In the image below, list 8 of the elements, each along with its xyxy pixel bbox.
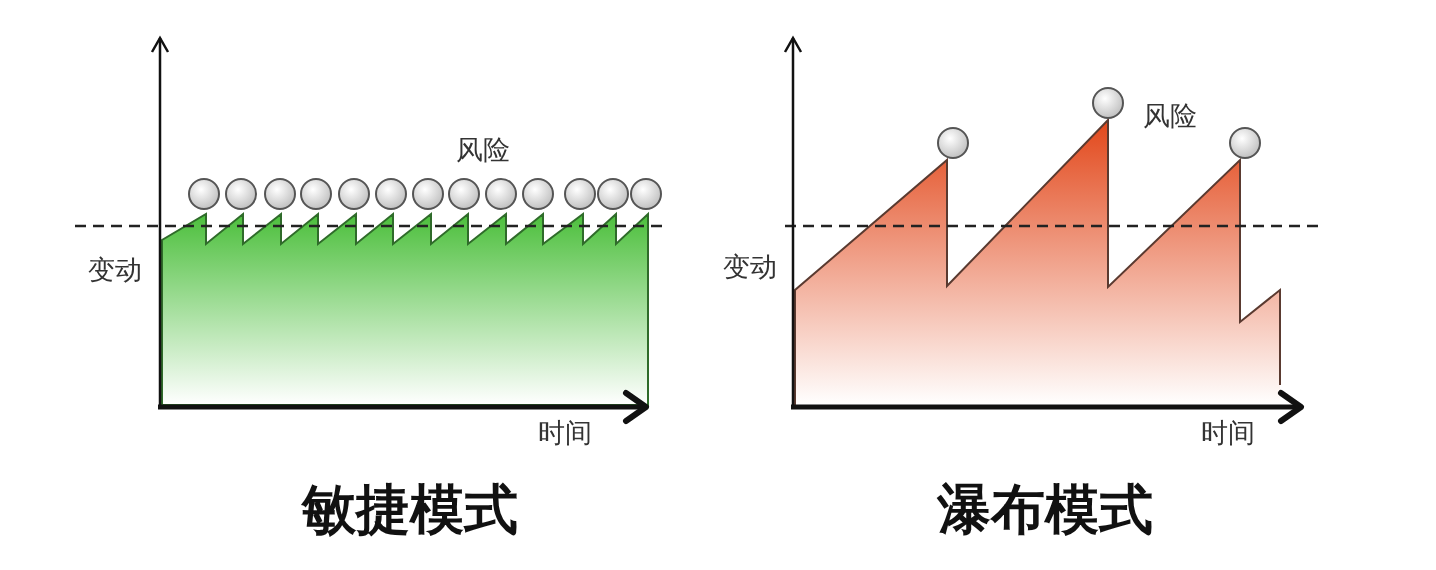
axis-label: 时间 [538,418,592,448]
axis-label: 时间 [1201,418,1255,448]
axis-label: 变动 [88,255,142,285]
panel-title: 敏捷模式 [302,480,518,540]
risk-label: 风险 [456,135,510,165]
risk-label: 风险 [1143,101,1197,131]
axis-label: 变动 [723,252,777,282]
panel-title: 瀑布模式 [937,480,1153,540]
